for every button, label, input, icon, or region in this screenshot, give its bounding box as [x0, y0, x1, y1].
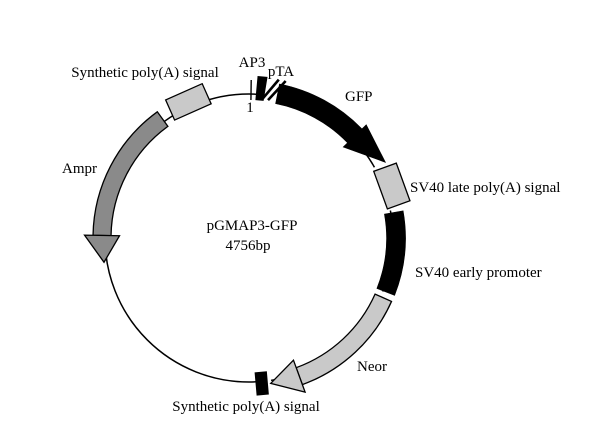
feature-gfp-arrowhead [342, 124, 387, 163]
plasmid-size: 4756bp [226, 238, 271, 254]
backbone-gap [379, 203, 407, 213]
feature-sv40-late-polya-box [372, 162, 411, 210]
feature-label-sv40-early-promoter: SV40 early promoter [415, 265, 542, 281]
feature-synthetic-polya-bottom-box [254, 371, 269, 396]
feature-label-sv40-late-polya: SV40 late poly(A) signal [410, 180, 560, 196]
feature-label-ampr: Ampr [62, 161, 97, 177]
backbone-gap [365, 159, 392, 178]
feature-label-ap3: AP3 [239, 55, 266, 71]
feature-sv40-early-promoter-band [376, 210, 406, 296]
feature-synthetic-polya-top-box [164, 82, 212, 121]
feature-pta-slash [261, 78, 280, 101]
feature-label-neor: Neor [357, 359, 387, 375]
feature-label-pta: pTA [268, 64, 294, 80]
feature-label-synthetic-polya-top: Synthetic poly(A) signal [71, 65, 218, 81]
feature-neor-arrowhead [269, 358, 307, 394]
backbone-gap [265, 370, 274, 397]
plasmid-title: pGMAP3-GFP [207, 218, 298, 234]
feature-pta-slash [267, 80, 287, 102]
feature-label-gfp: GFP [345, 89, 373, 105]
position-1-label: 1 [246, 100, 254, 116]
backbone-gap [371, 287, 398, 303]
feature-ampr-band [92, 110, 169, 237]
feature-label-synthetic-polya-bottom: Synthetic poly(A) signal [172, 399, 319, 415]
feature-ampr-arrowhead [83, 234, 121, 264]
